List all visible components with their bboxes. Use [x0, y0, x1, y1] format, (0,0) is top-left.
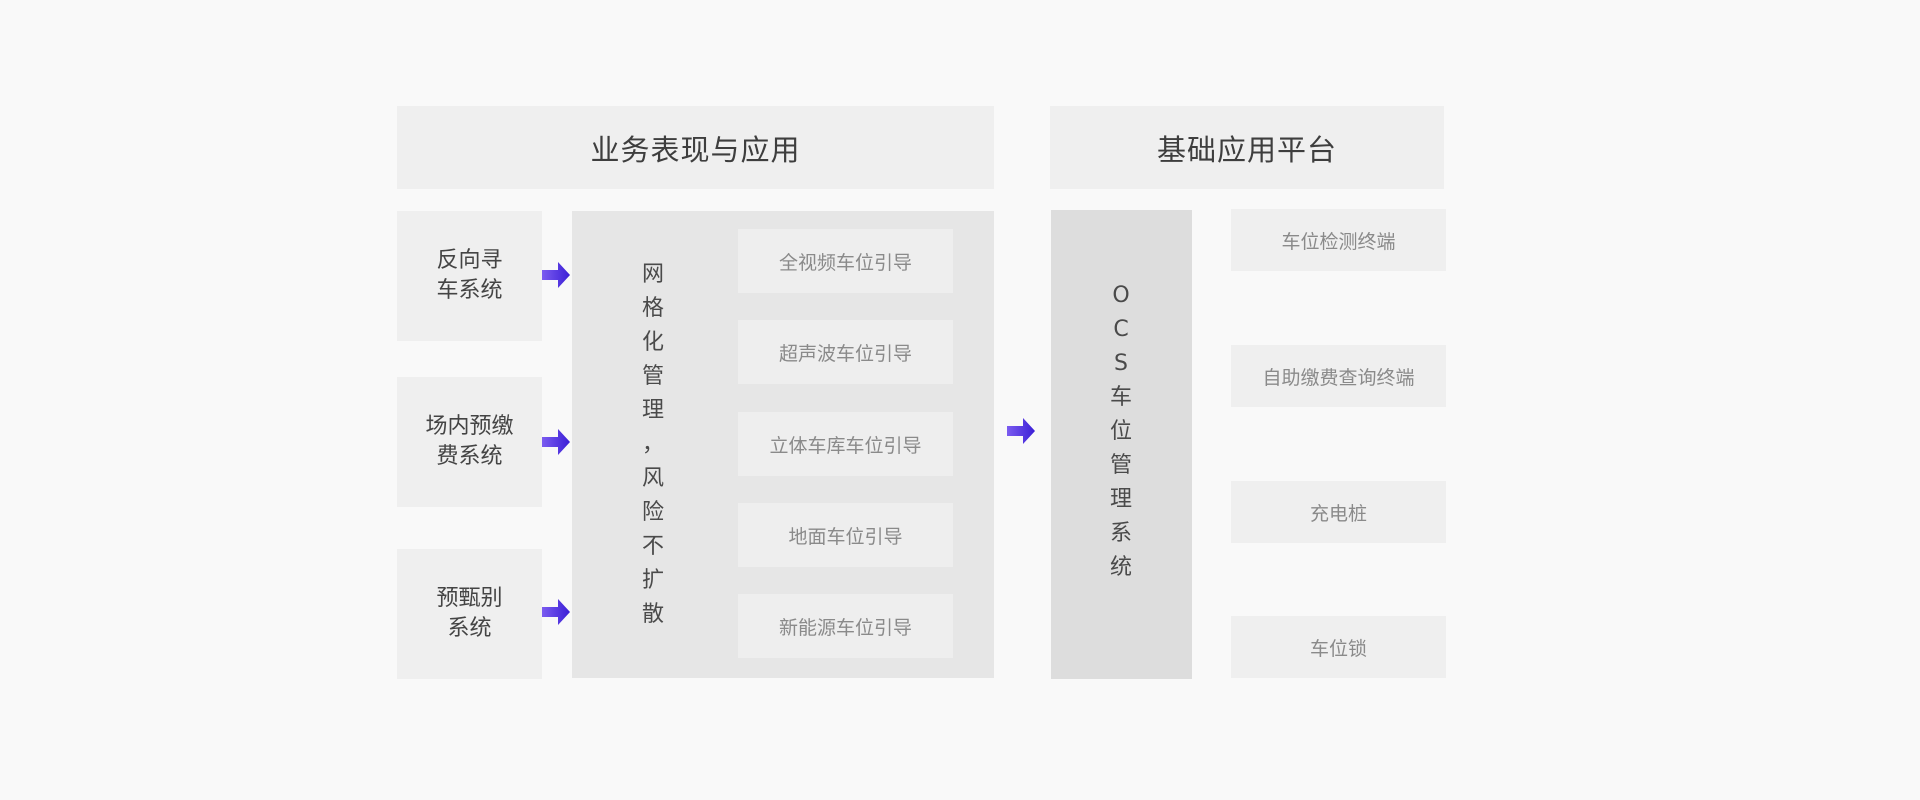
guide-label: 全视频车位引导 [778, 251, 912, 274]
arrow-right-icon [542, 429, 570, 455]
guide-label: 地面车位引导 [788, 525, 903, 548]
grid-management-char: 不 [641, 534, 664, 559]
grid-management-char: 风 [641, 466, 664, 491]
terminal-parking-detection: 车位检测终端 [1231, 209, 1446, 271]
ocs-char: 统 [1109, 555, 1132, 580]
grid-management-label: 网 格 化 管 理 ， 风 险 不 扩 散 [633, 258, 673, 632]
terminal-label: 车位锁 [1309, 637, 1367, 660]
grid-management-char: 扩 [641, 568, 664, 593]
terminal-parking-lock: 车位锁 [1231, 616, 1446, 678]
system-label-line2: 费系统 [436, 444, 503, 469]
ocs-char: C [1113, 317, 1129, 342]
system-label-line1: 反向寻 [436, 248, 503, 273]
terminal-label: 自助缴费查询终端 [1262, 366, 1415, 389]
grid-management-char: 散 [641, 602, 664, 627]
system-label-line2: 车系统 [436, 278, 503, 303]
ocs-char: 系 [1109, 521, 1132, 546]
system-label-line2: 系统 [447, 616, 492, 641]
grid-management-char: 网 [641, 262, 664, 287]
terminal-charging-pile: 充电桩 [1231, 481, 1446, 543]
ocs-panel [1051, 210, 1192, 679]
ocs-char: 管 [1109, 453, 1132, 478]
grid-management-char: 理 [641, 398, 664, 423]
terminal-label: 充电桩 [1309, 502, 1367, 525]
system-reverse-car-search: 反向寻 车系统 [397, 211, 542, 341]
arrow-right-icon [1007, 418, 1035, 444]
guide-label: 超声波车位引导 [778, 342, 912, 365]
guide-ultrasonic: 超声波车位引导 [738, 320, 953, 384]
system-prepayment: 场内预缴 费系统 [397, 377, 542, 507]
ocs-char: 车 [1109, 385, 1132, 410]
ocs-label: O C S 车 位 管 理 系 统 [1101, 279, 1141, 585]
guide-label: 立体车库车位引导 [769, 434, 922, 457]
grid-management-char: 化 [641, 330, 664, 355]
header-business-applications-label: 业务表现与应用 [590, 132, 801, 167]
ocs-char: S [1114, 351, 1128, 376]
system-label-line1: 场内预缴 [425, 414, 514, 439]
grid-management-char: ， [641, 432, 664, 457]
header-business-applications: 业务表现与应用 [397, 106, 994, 189]
grid-management-char: 管 [641, 364, 664, 389]
guide-ground: 地面车位引导 [738, 503, 953, 567]
guide-new-energy: 新能源车位引导 [738, 594, 953, 658]
terminal-label: 车位检测终端 [1281, 230, 1396, 253]
guide-stereo-garage: 立体车库车位引导 [738, 412, 953, 476]
ocs-char: 理 [1109, 487, 1132, 512]
system-pre-screening: 预甄别 系统 [397, 549, 542, 679]
grid-management-char: 险 [641, 500, 664, 525]
header-base-platform-label: 基础应用平台 [1156, 132, 1337, 167]
terminal-self-payment: 自助缴费查询终端 [1231, 345, 1446, 407]
system-label-line1: 预甄别 [436, 586, 503, 611]
header-base-platform: 基础应用平台 [1050, 106, 1444, 189]
guide-label: 新能源车位引导 [778, 616, 912, 639]
ocs-char: 位 [1109, 419, 1132, 444]
guide-full-video: 全视频车位引导 [738, 229, 953, 293]
arrow-right-icon [542, 599, 570, 625]
ocs-char: O [1112, 283, 1130, 308]
arrow-right-icon [542, 262, 570, 288]
grid-management-char: 格 [641, 296, 664, 321]
